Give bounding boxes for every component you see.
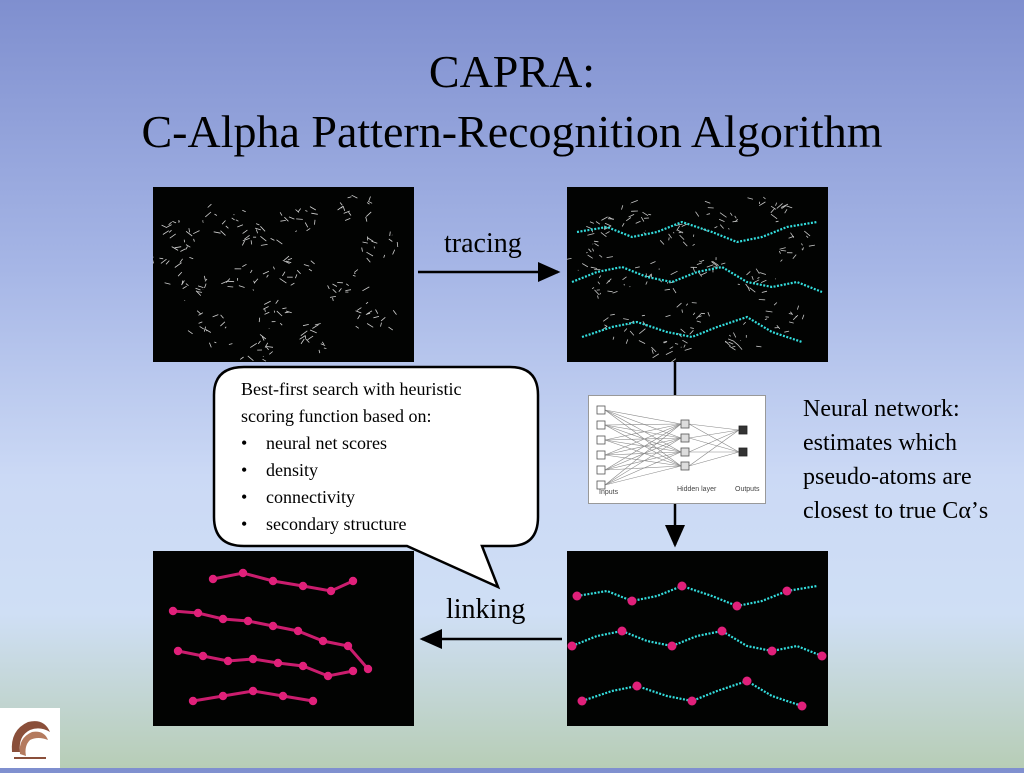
density-mesh [153, 195, 398, 361]
ca-linked-chains [173, 573, 368, 701]
criteria-item: connectivity [241, 484, 461, 511]
nn-desc-line1: Neural network: [803, 392, 988, 426]
nn-desc-line3: pseudo-atoms are [803, 460, 988, 494]
neural-network-description: Neural network: estimates which pseudo-a… [803, 392, 988, 528]
search-description: Best-first search with heuristic scoring… [241, 376, 461, 538]
nn-outputs-label: Outputs [735, 486, 760, 493]
density-trace-image [567, 187, 828, 362]
criteria-item: density [241, 457, 461, 484]
bubble-intro-line2: scoring function based on: [241, 403, 461, 430]
criteria-item: secondary structure [241, 511, 461, 538]
density-map-image [153, 187, 414, 362]
bubble-intro-line1: Best-first search with heuristic [241, 376, 461, 403]
tracing-label: tracing [444, 228, 522, 260]
alpha-symbol: α [958, 498, 971, 524]
trace-points-image [567, 551, 828, 726]
trace-chain [572, 222, 822, 342]
criteria-item: neural net scores [241, 430, 461, 457]
slide-title-line2: C-Alpha Pattern-Recognition Algorithm [0, 104, 1024, 160]
ca-points [568, 582, 827, 711]
nn-inputs-label: Inputs [599, 489, 619, 496]
criteria-list: neural net scores density connectivity s… [241, 430, 461, 538]
nn-nodes [597, 406, 747, 489]
slide-title-line1: CAPRA: [0, 44, 1024, 100]
linked-chain-image [153, 551, 414, 726]
nn-hidden-label: Hidden layer [677, 486, 717, 493]
neural-network-diagram: Inputs Hidden layer Outputs [588, 395, 766, 504]
ca-atoms [169, 569, 372, 705]
university-logo [0, 708, 60, 768]
linking-label: linking [446, 594, 525, 626]
nn-desc-line2: estimates which [803, 426, 988, 460]
nn-desc-line4: closest to true Cα’s [803, 494, 988, 528]
trace-chain [572, 586, 822, 706]
nn-connections [605, 410, 739, 485]
